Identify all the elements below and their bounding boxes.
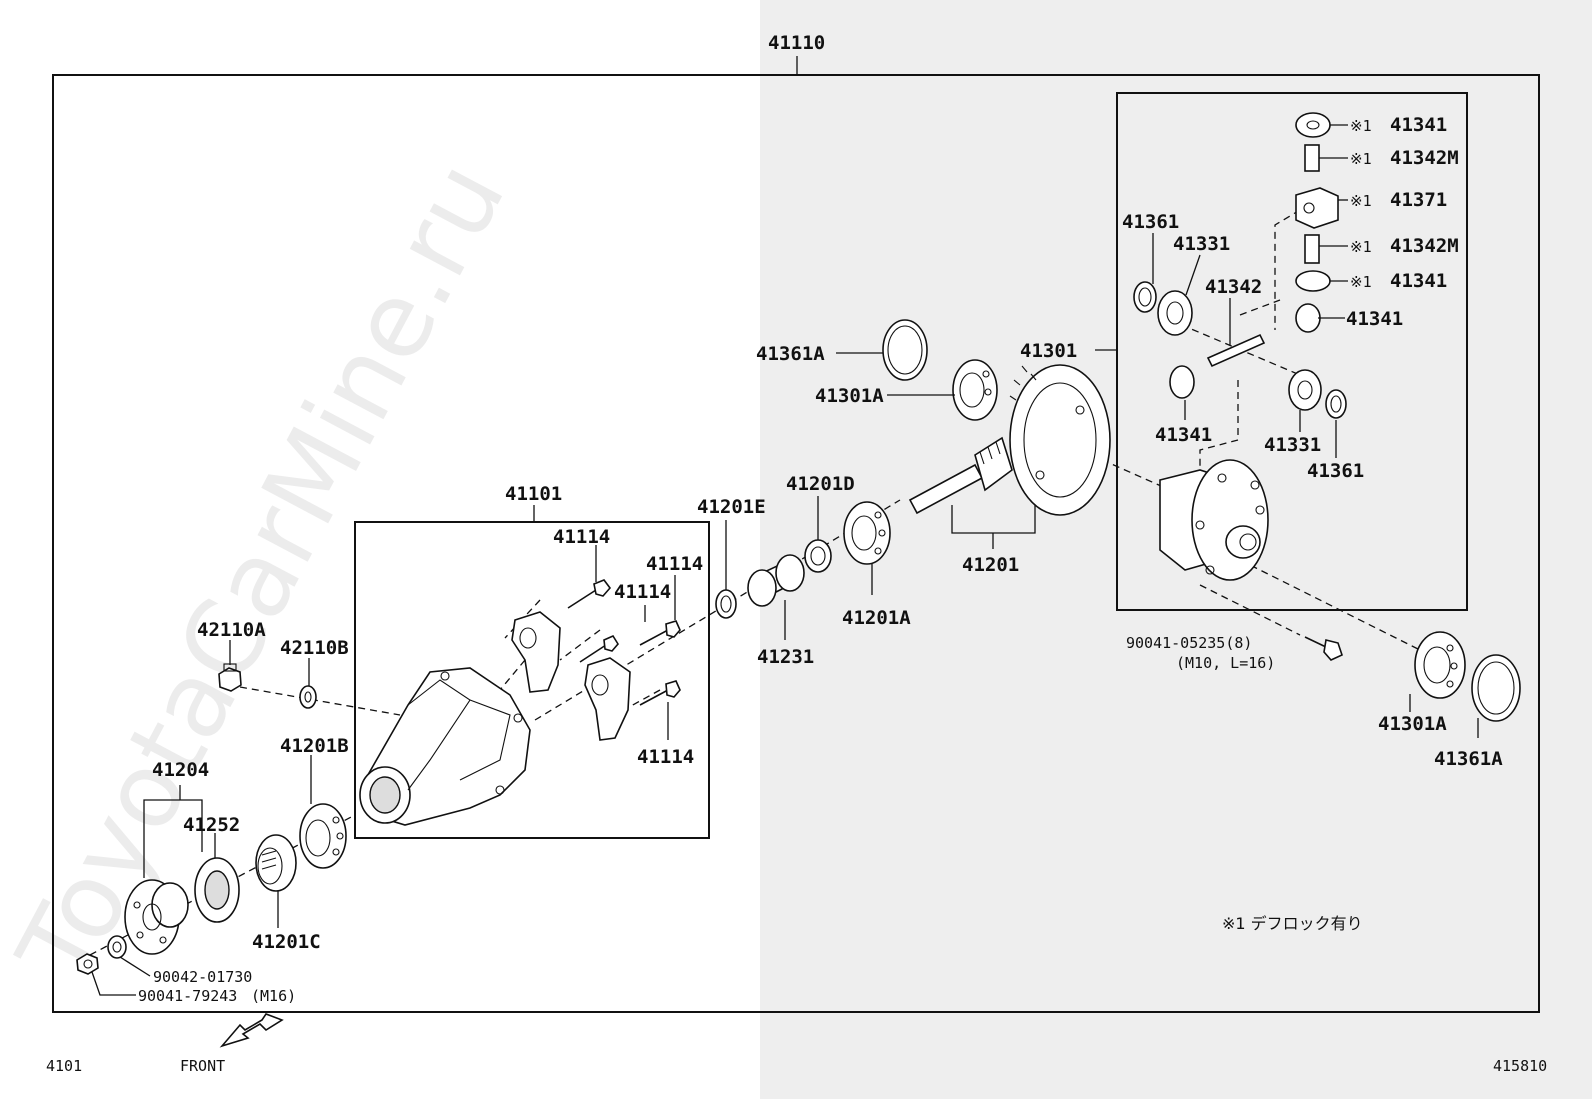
label-bearing-right[interactable]: 41301A — [1378, 713, 1447, 735]
label-lock-block[interactable]: 41371 — [1390, 189, 1447, 211]
label-lock-shaft-top[interactable]: 41342M — [1390, 147, 1459, 169]
bolt-d-part[interactable] — [639, 680, 681, 706]
bearing-cap-lower[interactable] — [584, 657, 631, 741]
label-nut-size: (M16) — [251, 987, 296, 1005]
ring-gear-part[interactable] — [1009, 364, 1111, 516]
footer-right-code: 415810 — [1493, 1057, 1547, 1075]
label-spacer-d[interactable]: 41201D — [786, 473, 855, 495]
label-pinion-b[interactable]: 41341 — [1346, 308, 1403, 330]
label-bearing-left[interactable]: 41301A — [815, 385, 884, 407]
pinion-b-part[interactable] — [1295, 303, 1321, 333]
differential-frame — [1116, 92, 1468, 611]
spacer-d-part[interactable] — [804, 539, 832, 573]
label-shim-left[interactable]: 41361A — [756, 343, 825, 365]
label-bearing-c[interactable]: 41201C — [252, 931, 321, 953]
side-gear-tl-part[interactable] — [1157, 290, 1193, 336]
bolt-a-part[interactable] — [567, 579, 612, 609]
label-flange[interactable]: 41204 — [152, 759, 209, 781]
label-collapsible-spacer[interactable]: 41231 — [757, 646, 814, 668]
washer-part[interactable] — [107, 935, 127, 959]
label-lock-pinion-top[interactable]: 41341 — [1390, 114, 1447, 136]
drive-pinion-part[interactable] — [908, 436, 1013, 515]
bearing-a-part[interactable] — [843, 501, 891, 565]
label-pinion-shaft[interactable]: 41342 — [1205, 276, 1262, 298]
label-bolt-b[interactable]: 41114 — [614, 581, 671, 603]
footer-left-code: 4101 — [46, 1057, 82, 1075]
pinion-a-part[interactable] — [1169, 365, 1195, 399]
differential-case-part[interactable] — [1159, 459, 1269, 581]
label-assembly[interactable]: 41110 — [768, 32, 825, 54]
label-side-gear-tl[interactable]: 41331 — [1173, 233, 1230, 255]
mark-lock-pinion-bot: ※1 — [1350, 273, 1372, 291]
label-shim-right[interactable]: 41361A — [1434, 748, 1503, 770]
side-gear-br-part[interactable] — [1288, 369, 1322, 411]
label-washer[interactable]: 90042-01730 — [153, 968, 252, 986]
shim-right-part[interactable] — [1471, 654, 1521, 722]
footnote-diff-lock: ※1 デフロック有り — [1222, 914, 1363, 933]
oil-seal-part[interactable] — [194, 857, 240, 923]
lock-pinion-top-part[interactable] — [1295, 112, 1331, 138]
mark-lock-pinion-top: ※1 — [1350, 117, 1372, 135]
front-arrow-icon — [219, 1013, 284, 1048]
bearing-right-part[interactable] — [1414, 631, 1466, 699]
mark-lock-shaft-bot: ※1 — [1350, 238, 1372, 256]
label-case-bolt[interactable]: 90041-05235(8) — [1126, 634, 1252, 652]
label-diff-case[interactable]: 41301 — [1020, 340, 1077, 362]
housing-frame — [354, 521, 710, 839]
label-side-gear-br[interactable]: 41331 — [1264, 434, 1321, 456]
label-pinion-a[interactable]: 41341 — [1155, 424, 1212, 446]
side-washer-tl-part[interactable] — [1133, 281, 1157, 313]
label-case-bolt-size: (M10, L=16) — [1176, 654, 1275, 672]
label-lock-shaft-bot[interactable]: 41342M — [1390, 235, 1459, 257]
lock-block-part[interactable] — [1295, 187, 1339, 229]
bearing-b-part[interactable] — [299, 803, 347, 869]
label-washer-tl[interactable]: 41361 — [1122, 211, 1179, 233]
carrier-housing-part[interactable] — [359, 667, 531, 826]
front-direction-label: FRONT — [180, 1057, 225, 1075]
lock-shaft-top-part[interactable] — [1304, 144, 1320, 172]
shim-left-part[interactable] — [882, 319, 928, 381]
mark-lock-shaft-top: ※1 — [1350, 150, 1372, 168]
label-bearing-b[interactable]: 41201B — [280, 735, 349, 757]
pinion-shaft-part[interactable] — [1206, 333, 1266, 368]
label-housing[interactable]: 41101 — [505, 483, 562, 505]
flange-part[interactable] — [124, 879, 189, 955]
bearing-cap-upper[interactable] — [511, 611, 561, 693]
label-bolt-c[interactable]: 41114 — [646, 553, 703, 575]
bolt-b-part[interactable] — [579, 634, 619, 663]
label-lock-pinion-bot[interactable]: 41341 — [1390, 270, 1447, 292]
label-spacer-e[interactable]: 41201E — [697, 496, 766, 518]
side-washer-br-part[interactable] — [1325, 389, 1347, 419]
bearing-left-part[interactable] — [952, 359, 998, 421]
label-washer-br[interactable]: 41361 — [1307, 460, 1364, 482]
label-bolt-d[interactable]: 41114 — [637, 746, 694, 768]
spacer-e-part[interactable] — [715, 589, 737, 619]
label-nut[interactable]: 90041-79243 — [138, 987, 237, 1005]
assembly-frame — [52, 74, 1540, 1013]
lock-pinion-bot-part[interactable] — [1295, 270, 1331, 292]
label-plug-a[interactable]: 42110A — [197, 619, 266, 641]
case-bolt-part[interactable] — [1304, 636, 1343, 661]
label-oil-seal[interactable]: 41252 — [183, 814, 240, 836]
label-plug-b[interactable]: 42110B — [280, 637, 349, 659]
mark-lock-block: ※1 — [1350, 192, 1372, 210]
lock-shaft-bot-part[interactable] — [1304, 234, 1320, 264]
plug-b-part[interactable] — [299, 685, 317, 709]
collapsible-spacer-part[interactable] — [747, 554, 805, 607]
label-gear-set[interactable]: 41201 — [962, 554, 1019, 576]
label-bolt-a[interactable]: 41114 — [553, 526, 610, 548]
bolt-c-part[interactable] — [639, 620, 681, 646]
label-bearing-a[interactable]: 41201A — [842, 607, 911, 629]
nut-part[interactable] — [76, 953, 99, 975]
bearing-c-part[interactable] — [255, 834, 297, 892]
